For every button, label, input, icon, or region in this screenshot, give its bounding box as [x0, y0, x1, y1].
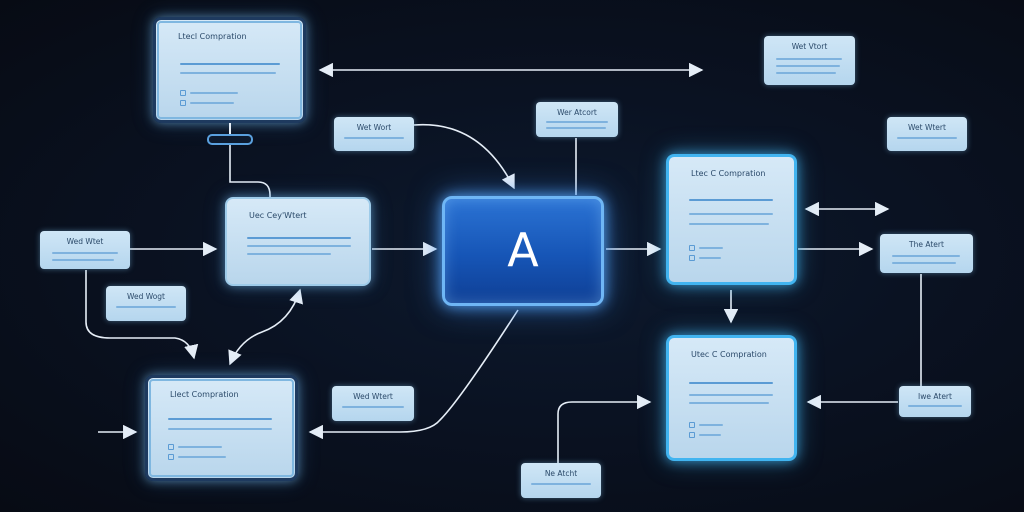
card-title: Ltec C Compration [691, 169, 766, 178]
card-right-top[interactable]: Ltec C Compration [666, 154, 797, 285]
connector-card-bidirectional [228, 288, 304, 366]
connector-stand-to-card [229, 145, 271, 200]
tag-label: Wed Wtet [66, 237, 104, 246]
tag-bottom-center[interactable]: Ne Atcht [521, 463, 601, 498]
tag-label: Wed Wogt [126, 292, 165, 301]
tag-label: Iwe Atert [918, 392, 952, 401]
tag-label: The Atert [909, 240, 944, 249]
card-bottom-left[interactable]: Llect Compration [145, 375, 298, 481]
tag-label: Wet Vtort [791, 42, 828, 51]
tag-right-middle[interactable]: The Atert [880, 234, 973, 273]
card-middle-left[interactable]: Uec Cey'Wtert [225, 197, 371, 286]
card-title: Ltecl Compration [178, 32, 247, 41]
connector-farleft-to-bottomcard [85, 270, 199, 360]
monitor-neck [229, 123, 231, 134]
card-title: Uec Cey'Wtert [249, 211, 307, 220]
tag-center-lower[interactable]: Wed Wtert [332, 386, 414, 421]
tag-right-lower[interactable]: Iwe Atert [899, 386, 971, 417]
monitor-stand [207, 134, 253, 145]
connector-bottom-to-rightbottom [557, 394, 652, 463]
tag-top-right[interactable]: Wet Vtort [764, 36, 855, 85]
tag-label: Ne Atcht [544, 469, 578, 478]
tag-right-upper[interactable]: Wet Wtert [887, 117, 967, 151]
tag-top-center[interactable]: Wer Atcort [536, 102, 618, 137]
central-letter: A [507, 223, 539, 277]
tag-label: Wer Atcort [557, 108, 597, 117]
card-top-left[interactable]: Ltecl Compration [153, 17, 306, 123]
tag-left-lower[interactable]: Wed Wogt [106, 286, 186, 321]
card-right-bottom[interactable]: Utec C Compration [666, 335, 797, 461]
tag-label: Wet Wtert [908, 123, 946, 132]
central-node-a[interactable]: A [442, 196, 604, 306]
tag-far-left[interactable]: Wed Wtet [40, 231, 130, 269]
tag-left-upper[interactable]: Wet Wort [334, 117, 414, 151]
tag-label: Wet Wort [356, 123, 392, 132]
card-title: Llect Compration [170, 390, 239, 399]
tag-label: Wed Wtert [353, 392, 393, 401]
card-title: Utec C Compration [691, 350, 767, 359]
connector-tag-to-central [413, 123, 515, 190]
connector-central-to-bottomcard [308, 309, 519, 440]
